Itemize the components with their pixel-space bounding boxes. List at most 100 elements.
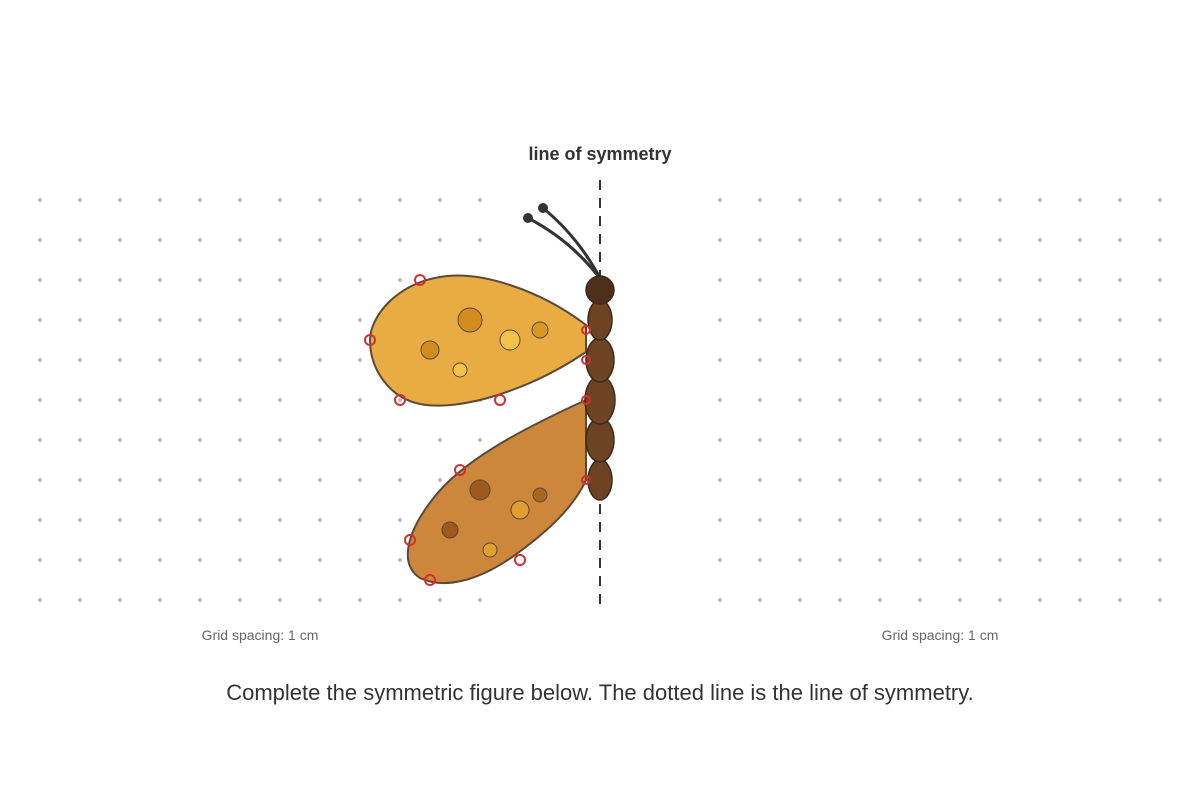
grid-dot (78, 518, 82, 522)
wing-spot (499, 329, 521, 351)
grid-dot (798, 438, 802, 442)
grid-dot (798, 278, 802, 282)
grid-dot (358, 438, 362, 442)
upper-wing (368, 274, 587, 407)
grid-dot (438, 598, 442, 602)
grid-dot (238, 478, 242, 482)
grid-dot (878, 438, 882, 442)
grid-dot (238, 238, 242, 242)
grid-dot (1118, 238, 1122, 242)
grid-dot (838, 278, 842, 282)
grid-dot (158, 318, 162, 322)
grid-dot (1118, 438, 1122, 442)
grid-dot (758, 518, 762, 522)
grid-dot (158, 198, 162, 202)
grid-dot (1038, 278, 1042, 282)
grid-dot (1078, 598, 1082, 602)
grid-dot (758, 278, 762, 282)
grid-dot (1078, 318, 1082, 322)
vertex-markers (364, 274, 591, 586)
vertex-marker (454, 464, 466, 476)
grid-dot (998, 558, 1002, 562)
vertex-marker (424, 574, 436, 586)
grid-dot (398, 398, 402, 402)
grid-dot (998, 598, 1002, 602)
dot-grid-right (718, 198, 1162, 602)
grid-dot (398, 558, 402, 562)
grid-dot (318, 238, 322, 242)
grid-dot (278, 358, 282, 362)
grid-dot (758, 198, 762, 202)
grid-dot (118, 598, 122, 602)
grid-dot (798, 398, 802, 402)
grid-dot (918, 478, 922, 482)
grid-dot (278, 518, 282, 522)
grid-dot (1038, 238, 1042, 242)
grid-dot (238, 518, 242, 522)
grid-dot (758, 438, 762, 442)
grid-dot (1078, 238, 1082, 242)
grid-dot (398, 278, 402, 282)
grid-dot (1118, 398, 1122, 402)
grid-dot (718, 398, 722, 402)
antenna-tip (523, 213, 533, 223)
grid-dot (1118, 558, 1122, 562)
grid-dot (198, 198, 202, 202)
grid-dot (318, 198, 322, 202)
grid-dot (238, 358, 242, 362)
grid-dot (878, 198, 882, 202)
grid-dot (838, 438, 842, 442)
grid-dot (1078, 358, 1082, 362)
grid-dot (38, 598, 42, 602)
grid-dot (118, 278, 122, 282)
grid-dot (318, 558, 322, 562)
grid-dot (1078, 478, 1082, 482)
grid-dot (358, 518, 362, 522)
grid-dot (718, 238, 722, 242)
grid-dot (278, 278, 282, 282)
grid-dot (238, 278, 242, 282)
grid-dot (158, 518, 162, 522)
grid-dot (878, 398, 882, 402)
grid-dot (398, 478, 402, 482)
grid-dot (838, 478, 842, 482)
grid-dot (878, 598, 882, 602)
grid-dot (38, 198, 42, 202)
grid-dot (318, 438, 322, 442)
antenna-left (527, 216, 600, 277)
butterfly-body-segment (587, 459, 613, 501)
grid-dot (358, 598, 362, 602)
butterfly-body-segment (587, 299, 613, 341)
lower-wing (406, 398, 587, 585)
grid-dot (718, 558, 722, 562)
grid-dot (78, 478, 82, 482)
grid-dot (118, 518, 122, 522)
grid-dot (78, 198, 82, 202)
vertex-marker (394, 394, 406, 406)
grid-dot (838, 358, 842, 362)
grid-dot (1158, 558, 1162, 562)
grid-dot (878, 238, 882, 242)
grid-dot (78, 318, 82, 322)
grid-dot (158, 358, 162, 362)
grid-dot (1078, 518, 1082, 522)
grid-dot (198, 478, 202, 482)
grid-dot (1118, 318, 1122, 322)
grid-dot (1078, 278, 1082, 282)
grid-dot (358, 478, 362, 482)
grid-dot (1158, 278, 1162, 282)
grid-dot (398, 598, 402, 602)
grid-dot (198, 398, 202, 402)
grid-dot (758, 238, 762, 242)
grid-dot (1038, 398, 1042, 402)
grid-dot (38, 438, 42, 442)
grid-dot (798, 238, 802, 242)
grid-dot (278, 398, 282, 402)
grid-dot (78, 558, 82, 562)
grid-dot (158, 558, 162, 562)
antenna-tip (538, 203, 548, 213)
grid-dot (1158, 518, 1162, 522)
grid-dot (998, 198, 1002, 202)
grid-dot (1158, 358, 1162, 362)
